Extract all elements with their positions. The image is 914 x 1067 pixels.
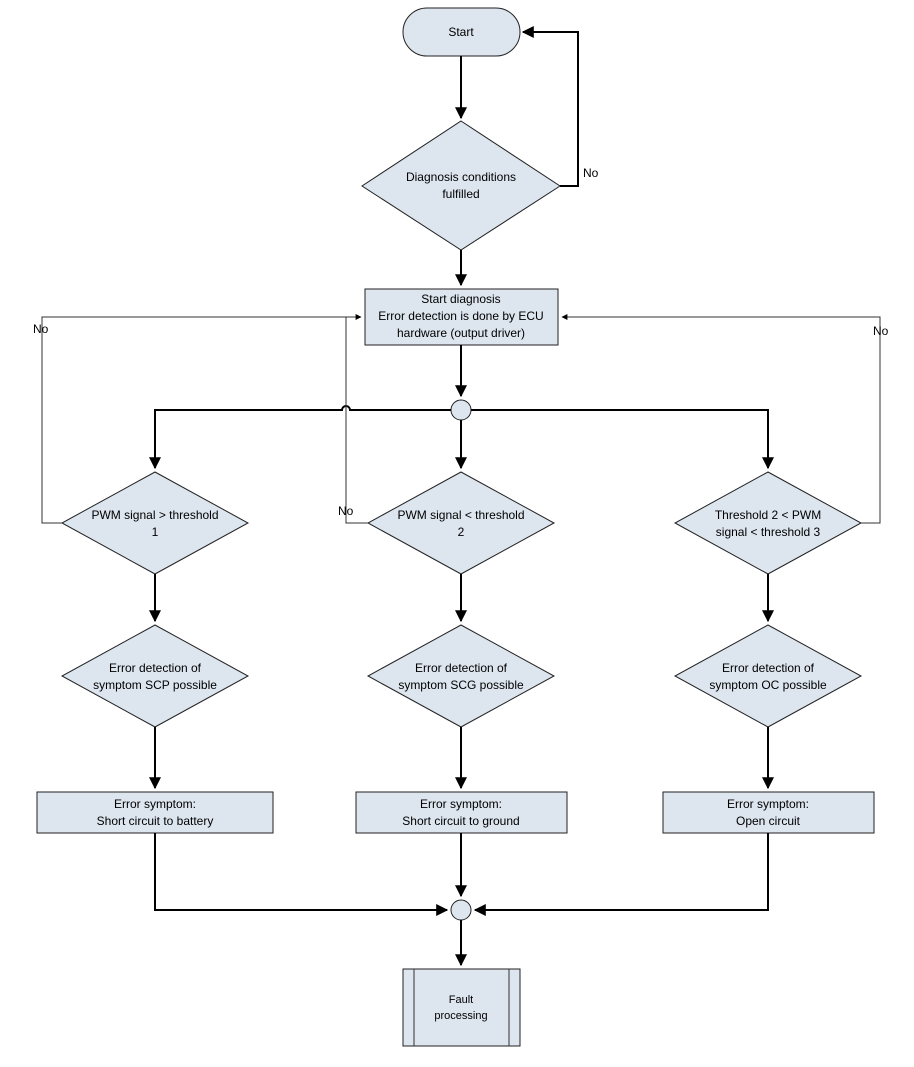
connector-symptom-3-to-merge — [473, 833, 769, 916]
fault-processing-node: Fault processing — [402, 968, 521, 1047]
decision-pwm-between-thresholds: Threshold 2 < PWM signal < threshold 3 — [673, 471, 863, 575]
symptom-2-line-2: Short circuit to ground — [402, 814, 519, 828]
symptom-short-circuit-battery: Error symptom: Short circuit to battery — [36, 791, 274, 834]
detection-scg: Error detection of symptom SCG possible — [366, 624, 556, 728]
symptom-short-circuit-ground: Error symptom: Short circuit to ground — [355, 791, 568, 834]
start-node: Start — [402, 7, 521, 57]
decision-1-line-2: 1 — [152, 525, 159, 539]
symptom-2-line-1: Error symptom: — [420, 797, 502, 811]
connector-right-no-loop — [561, 314, 881, 524]
connector-left-no-loop — [41, 314, 362, 524]
fault-processing-line-1: Fault — [449, 994, 473, 1006]
symptom-1-line-1: Error symptom: — [114, 797, 196, 811]
connector-split-to-right — [471, 409, 774, 470]
symptom-3-line-1: Error symptom: — [727, 797, 809, 811]
start-label: Start — [448, 25, 474, 39]
connector-symptom-1-to-merge — [154, 833, 449, 916]
decision-pwm-below-threshold-2: PWM signal < threshold 2 — [366, 471, 556, 575]
connector-conditions-no-loop — [521, 26, 579, 187]
symptom-1-line-2: Short circuit to battery — [97, 814, 214, 828]
decision-3-line-2: signal < threshold 3 — [716, 525, 821, 539]
no-label-conditions: No — [583, 166, 599, 180]
start-diagnosis-line-2: Error detection is done by ECU — [378, 309, 543, 323]
decision-1-line-1: PWM signal > threshold — [91, 508, 218, 522]
connector-middle-no-loop — [345, 317, 368, 524]
no-label-right: No — [873, 324, 889, 338]
detection-scg-line-2: symptom SCG possible — [398, 678, 524, 692]
detection-scp-line-1: Error detection of — [109, 661, 202, 675]
detection-scp: Error detection of symptom SCP possible — [60, 624, 250, 728]
detection-oc-line-2: symptom OC possible — [709, 678, 827, 692]
start-diagnosis-line-1: Start diagnosis — [421, 292, 500, 306]
decision-3-line-1: Threshold 2 < PWM — [715, 508, 821, 522]
start-diagnosis-process: Start diagnosis Error detection is done … — [364, 288, 559, 346]
split-junction — [450, 399, 472, 421]
symptom-open-circuit: Error symptom: Open circuit — [662, 791, 875, 834]
detection-oc: Error detection of symptom OC possible — [673, 624, 863, 728]
fault-processing-line-2: processing — [434, 1010, 487, 1022]
decision-2-line-1: PWM signal < threshold — [397, 508, 524, 522]
diagnosis-conditions-line-2: fulfilled — [442, 187, 479, 201]
diagnosis-conditions-decision: Diagnosis conditions fulfilled — [361, 120, 561, 251]
connector-split-to-left — [149, 405, 451, 470]
start-diagnosis-line-3: hardware (output driver) — [397, 326, 525, 340]
merge-junction — [450, 899, 472, 921]
detection-scp-line-2: symptom SCP possible — [93, 678, 217, 692]
symptom-3-line-2: Open circuit — [736, 814, 801, 828]
diagnosis-conditions-line-1: Diagnosis conditions — [406, 170, 516, 184]
no-label-middle: No — [338, 504, 354, 518]
decision-pwm-above-threshold-1: PWM signal > threshold 1 — [60, 471, 250, 575]
no-label-left: No — [33, 322, 49, 336]
decision-2-line-2: 2 — [458, 525, 465, 539]
detection-scg-line-1: Error detection of — [415, 661, 508, 675]
detection-oc-line-1: Error detection of — [722, 661, 815, 675]
